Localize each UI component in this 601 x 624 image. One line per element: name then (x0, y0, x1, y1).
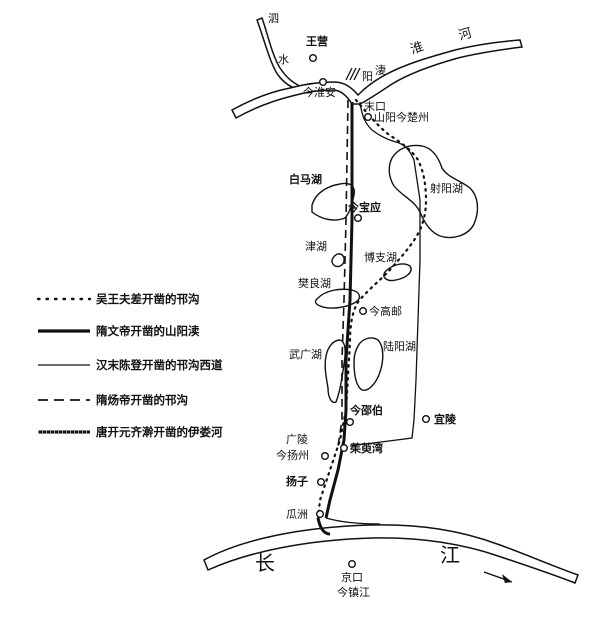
baoying-label: 今宝应 (347, 200, 381, 214)
route-chen-deng (349, 101, 421, 447)
shaobo-label: 今邵伯 (349, 403, 383, 417)
shanyang-label: 山阳今楚州 (374, 110, 429, 124)
yangzhou-marker (321, 452, 330, 461)
yangzhou-label: 今扬州 (276, 448, 309, 462)
legend-label-sui-yangdi: 隋炀帝开凿的邗沟 (96, 393, 188, 407)
route-tang-yilou-dots (317, 517, 331, 535)
baima-lake-label: 白马湖 (289, 172, 322, 186)
guazhou-label: 瓜洲 (286, 509, 308, 521)
yangzi-coast-link (325, 517, 381, 525)
yangzi-marker (317, 478, 326, 487)
gaoyou-marker (359, 307, 368, 316)
baoying-marker (354, 213, 363, 222)
maoyuwan-label: 茱萸湾 (349, 441, 383, 455)
yangtze-river (203, 524, 579, 584)
yiling-marker (422, 415, 431, 424)
huaian-marker (319, 77, 328, 86)
wuguang-lake (324, 339, 346, 404)
yang-hatch (345, 67, 361, 81)
flow-arrow-head (502, 574, 512, 583)
legend-label-wu: 吴王夫差开凿的邗沟 (96, 292, 200, 306)
legend-label-tang: 唐开元齐澣开凿的伊娄河 (95, 425, 223, 439)
huai-label-1: 淮 (408, 39, 425, 57)
wuguang-lake-label: 武广湖 (289, 348, 322, 361)
legend-label-chen: 汉末陈登开凿的邗沟西道 (96, 358, 223, 372)
huaian-label: 今淮安 (303, 85, 336, 99)
sheyang-lake (388, 144, 479, 239)
yang-label-2: 淒 (375, 64, 386, 77)
yang-label-1: 阳 (362, 70, 373, 83)
legend-label-sui-wendi: 隋文帝开凿的山阳渎 (96, 324, 200, 338)
bozhi-lake (383, 263, 412, 282)
bozhi-lake-label: 博支湖 (364, 251, 397, 264)
guazhou-marker (316, 510, 325, 519)
baima-lake (311, 182, 356, 221)
maoyuwan-marker (340, 444, 349, 453)
luyang-lake (353, 337, 384, 391)
yangzi-label: 扬子 (286, 474, 308, 488)
route-wu-fuchai (316, 98, 428, 522)
shanyang-marker (364, 112, 373, 121)
fanliang-lake (314, 288, 361, 309)
jingkou-marker (348, 560, 357, 569)
huai-label-2: 河 (457, 25, 474, 43)
yangtze-label-2: 江 (440, 544, 460, 567)
jingkou-label: 京口 (341, 570, 363, 584)
guangling-label: 广陵 (286, 433, 308, 446)
yangtze-label-1: 长 (255, 552, 275, 575)
legend: 吴王夫差开凿的邗沟 隋文帝开凿的山阳渎 汉末陈登开凿的邗沟西道 隋炀帝开凿的邗沟… (36, 292, 223, 439)
fanliang-lake-label: 樊良湖 (298, 276, 331, 290)
si-label-1: 泗 (268, 12, 279, 25)
sheyang-lake-label: 射阳湖 (430, 181, 463, 195)
jin-lake (331, 253, 345, 268)
shaobo-marker (346, 418, 355, 427)
wangying-marker (309, 54, 318, 63)
jin-lake-label: 津湖 (305, 240, 327, 253)
luyang-lake-label: 陆阳湖 (383, 339, 416, 353)
gaoyou-label: 今高邮 (369, 304, 402, 318)
route-sui-wendi (324, 102, 354, 519)
si-label-2: 水 (278, 53, 289, 66)
huai-river (231, 39, 523, 120)
wangying-label: 王营 (306, 34, 328, 48)
moukou-label: 末口 (364, 99, 386, 113)
yiling-label: 宜陵 (434, 412, 457, 426)
zhenjiang-label: 今镇江 (337, 585, 370, 599)
